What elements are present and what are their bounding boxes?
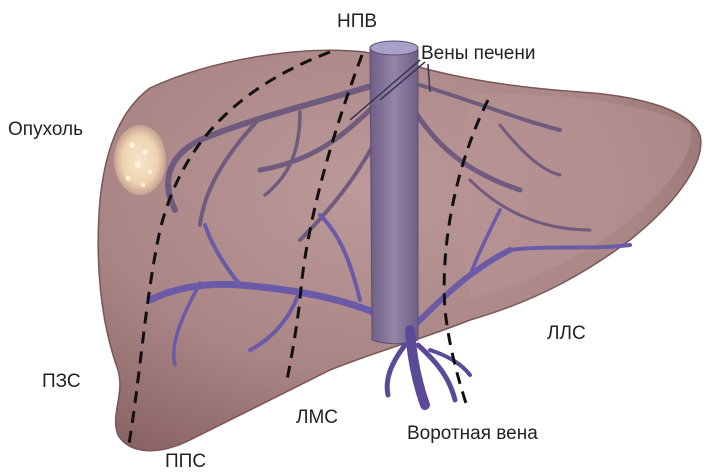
tumor-mass [114, 125, 166, 195]
label-tumor: Опухоль [8, 120, 83, 139]
label-right-posterior-sector: ПЗС [42, 372, 81, 391]
label-left-medial-sector: ЛМС [296, 408, 338, 427]
label-left-lateral-sector: ЛЛС [547, 324, 586, 343]
label-ivc: НПВ [337, 12, 377, 31]
label-portal-vein: Воротная вена [407, 424, 538, 443]
label-hepatic-veins: Вены печени [421, 44, 535, 63]
ivc-top-opening [370, 41, 418, 55]
label-right-anterior-sector: ППС [165, 452, 206, 471]
